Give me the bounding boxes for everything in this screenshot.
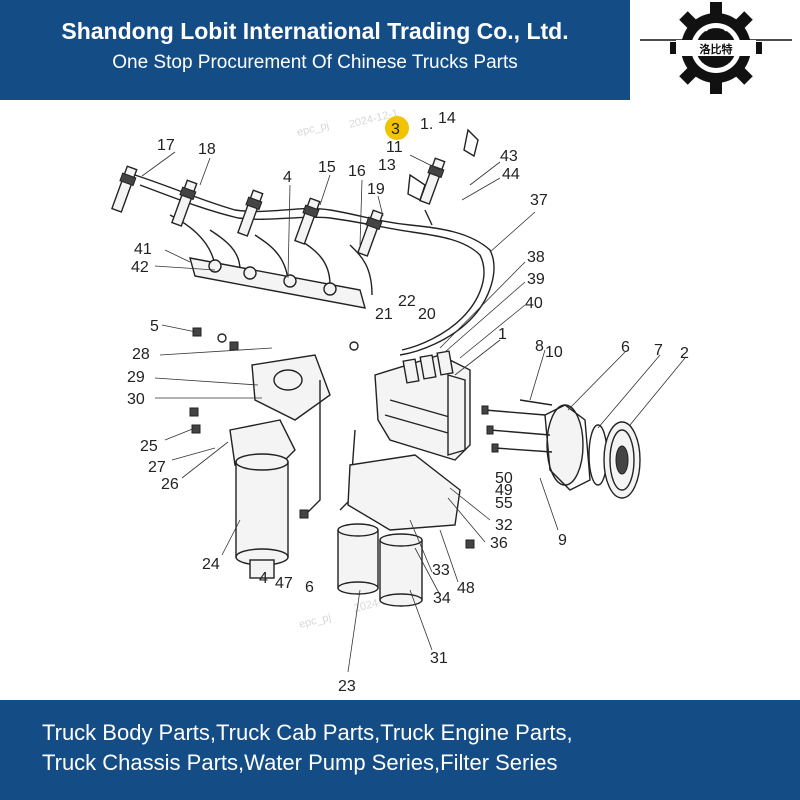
leader-lines	[141, 151, 686, 673]
company-tagline: One Stop Procurement Of Chinese Trucks P…	[112, 52, 518, 73]
callout-label: 1	[498, 326, 507, 343]
twin-filter-bracket	[347, 454, 461, 531]
callout-label: 26	[161, 476, 179, 493]
callout-label: 36	[490, 535, 508, 552]
callout-label: 32	[495, 517, 513, 534]
fuel-rail	[189, 257, 366, 309]
callout-label: 15	[318, 159, 336, 176]
callout-label: 11	[386, 139, 403, 156]
callout-label: 19	[367, 181, 385, 198]
callout-label: 34	[433, 590, 451, 607]
callout-label: 9	[558, 532, 567, 549]
callout-label: 4	[283, 169, 292, 186]
callout-label: 38	[527, 249, 545, 266]
watermark: epc_pj	[296, 119, 330, 138]
callout-label: 23	[338, 678, 356, 695]
callout-label: 55	[495, 495, 513, 512]
company-name: Shandong Lobit International Trading Co.…	[61, 18, 569, 44]
callout-label: 10	[545, 344, 563, 361]
callout-label: 6	[621, 339, 630, 356]
callout-label: 2	[680, 345, 689, 362]
callout-label: 16	[348, 163, 366, 180]
callout-label: 1.	[420, 116, 433, 133]
callout-label: 29	[127, 369, 145, 386]
fuel-filter-left	[229, 419, 296, 579]
fuel-injection-pump	[374, 350, 471, 461]
callout-label: 24	[202, 556, 220, 573]
watermark: epc_pj	[298, 611, 332, 630]
footer-line-1: Truck Body Parts,Truck Cab Parts,Truck E…	[42, 720, 573, 745]
bolts	[481, 399, 553, 453]
callout-label: 18	[198, 141, 216, 158]
drive-gear	[603, 421, 641, 499]
filter-bracket	[251, 354, 331, 421]
footer-line-2: Truck Chassis Parts,Water Pump Series,Fi…	[42, 750, 558, 775]
callout-label: 20	[418, 306, 436, 323]
callout-label: 25	[140, 438, 158, 455]
callout-label: 47	[275, 575, 293, 592]
exploded-parts-diagram: epc_pj 2024-12-1 epc_pj 2024-12-1	[111, 107, 689, 695]
footer-banner: Truck Body Parts,Truck Cab Parts,Truck E…	[0, 700, 800, 800]
callout-label: 39	[527, 271, 545, 288]
callout-label: 27	[148, 459, 166, 476]
callout-label: 40	[525, 295, 543, 312]
callout-label: 43	[500, 148, 518, 165]
callout-label: 41	[134, 241, 152, 258]
callout-label: 22	[398, 293, 416, 310]
callout-label: 13	[378, 157, 396, 174]
company-logo: 洛比特	[640, 2, 792, 94]
drive-flange	[544, 404, 591, 491]
callout-label: 14	[438, 110, 456, 127]
header-banner: Shandong Lobit International Trading Co.…	[0, 0, 630, 100]
callout-label: 17	[157, 137, 175, 154]
callout-label: 37	[530, 192, 548, 209]
callout-label: 6	[305, 579, 314, 596]
callout-labels: 1 1. 2 3 4 4 5 6 6 7 8 9 10 11 13 14 15 …	[127, 110, 689, 695]
callout-label: 30	[127, 391, 145, 408]
callout-label: 21	[375, 306, 393, 323]
callout-label: 48	[457, 580, 475, 597]
callout-label: 5	[150, 318, 159, 335]
twin-fuel-filters	[337, 523, 423, 607]
injectors	[111, 157, 446, 257]
fittings	[407, 128, 479, 226]
logo-text: 洛比特	[700, 42, 733, 56]
gear-icon	[670, 2, 762, 94]
callout-label: 33	[432, 562, 450, 579]
callout-label: 49	[495, 482, 513, 499]
callout-label: 31	[430, 650, 448, 667]
callout-label: 7	[654, 342, 663, 359]
callout-label: 50	[495, 470, 513, 487]
star-icons	[703, 23, 729, 32]
highlight-marker	[385, 116, 409, 140]
callout-label: 44	[502, 166, 520, 183]
small-hardware	[189, 327, 475, 549]
callout-label: 4	[259, 570, 268, 587]
callout-label: 28	[132, 346, 150, 363]
callout-label: 42	[131, 259, 149, 276]
callout-label: 3	[391, 121, 400, 138]
callout-label: 8	[535, 338, 544, 355]
